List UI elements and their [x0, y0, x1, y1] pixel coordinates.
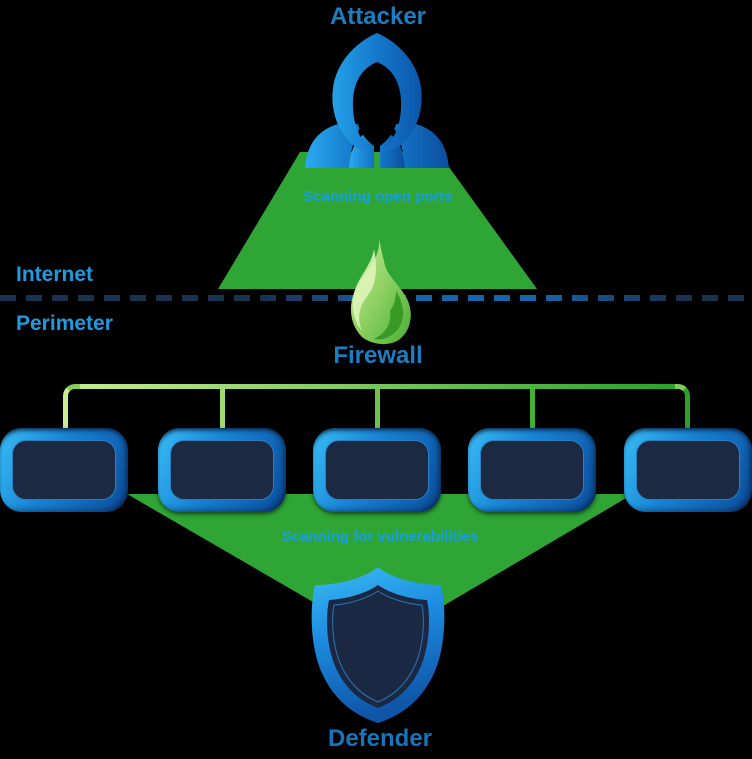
connector-drop	[530, 388, 535, 428]
connector-drop	[375, 388, 380, 428]
firewall-flame-icon	[350, 237, 411, 345]
perimeter-zone-label: Perimeter	[16, 312, 113, 335]
internet-zone-label: Internet	[16, 263, 94, 286]
connector-drop	[220, 388, 225, 428]
attacker-hood-icon	[305, 33, 449, 168]
network-node	[624, 428, 752, 512]
scan-open-ports-label: Scanning open ports	[303, 188, 453, 205]
network-node	[313, 428, 441, 512]
network-node	[0, 428, 128, 512]
network-node	[468, 428, 596, 512]
network-node	[158, 428, 286, 512]
defender-title: Defender	[327, 725, 433, 752]
connector-gradient-bar	[80, 384, 675, 389]
firewall-label: Firewall	[333, 342, 423, 369]
attacker-title: Attacker	[329, 3, 427, 30]
defender-shield-icon	[311, 567, 445, 723]
scan-vulnerabilities-label: Scanning for vulnerabilities	[281, 528, 479, 545]
